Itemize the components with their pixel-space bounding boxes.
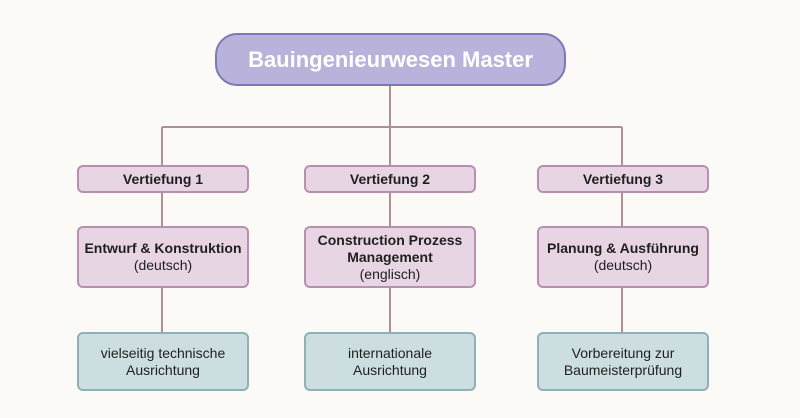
track-node-2: Vertiefung 2 [304, 165, 476, 193]
track-node-1: Vertiefung 1 [77, 165, 249, 193]
specialization-node-3: Planung & Ausführung (deutsch) [537, 226, 709, 288]
specialization-title: Entwurf & Konstruktion [84, 240, 242, 256]
specialization-title: Construction Prozess Management [317, 231, 463, 265]
root-node: Bauingenieurwesen Master [215, 33, 566, 86]
specialization-node-2: Construction Prozess Management (englisc… [304, 226, 476, 288]
track-label: Vertiefung 3 [582, 171, 664, 187]
focus-label: vielseitig technische Ausrichtung [100, 344, 226, 378]
root-label: Bauingenieurwesen Master [248, 46, 533, 72]
specialization-title: Planung & Ausführung [547, 240, 699, 256]
specialization-language: (deutsch) [593, 257, 653, 273]
track-node-3: Vertiefung 3 [537, 165, 709, 193]
specialization-language: (deutsch) [133, 257, 193, 273]
focus-node-3: Vorbereitung zur Baumeisterprüfung [537, 332, 709, 391]
track-label: Vertiefung 2 [349, 171, 431, 187]
specialization-language: (englisch) [359, 265, 421, 282]
focus-label: Vorbereitung zur Baumeisterprüfung [563, 344, 683, 378]
focus-node-2: internationale Ausrichtung [304, 332, 476, 391]
focus-label: internationale Ausrichtung [347, 344, 433, 378]
specialization-node-1: Entwurf & Konstruktion (deutsch) [77, 226, 249, 288]
track-label: Vertiefung 1 [122, 171, 204, 187]
focus-node-1: vielseitig technische Ausrichtung [77, 332, 249, 391]
